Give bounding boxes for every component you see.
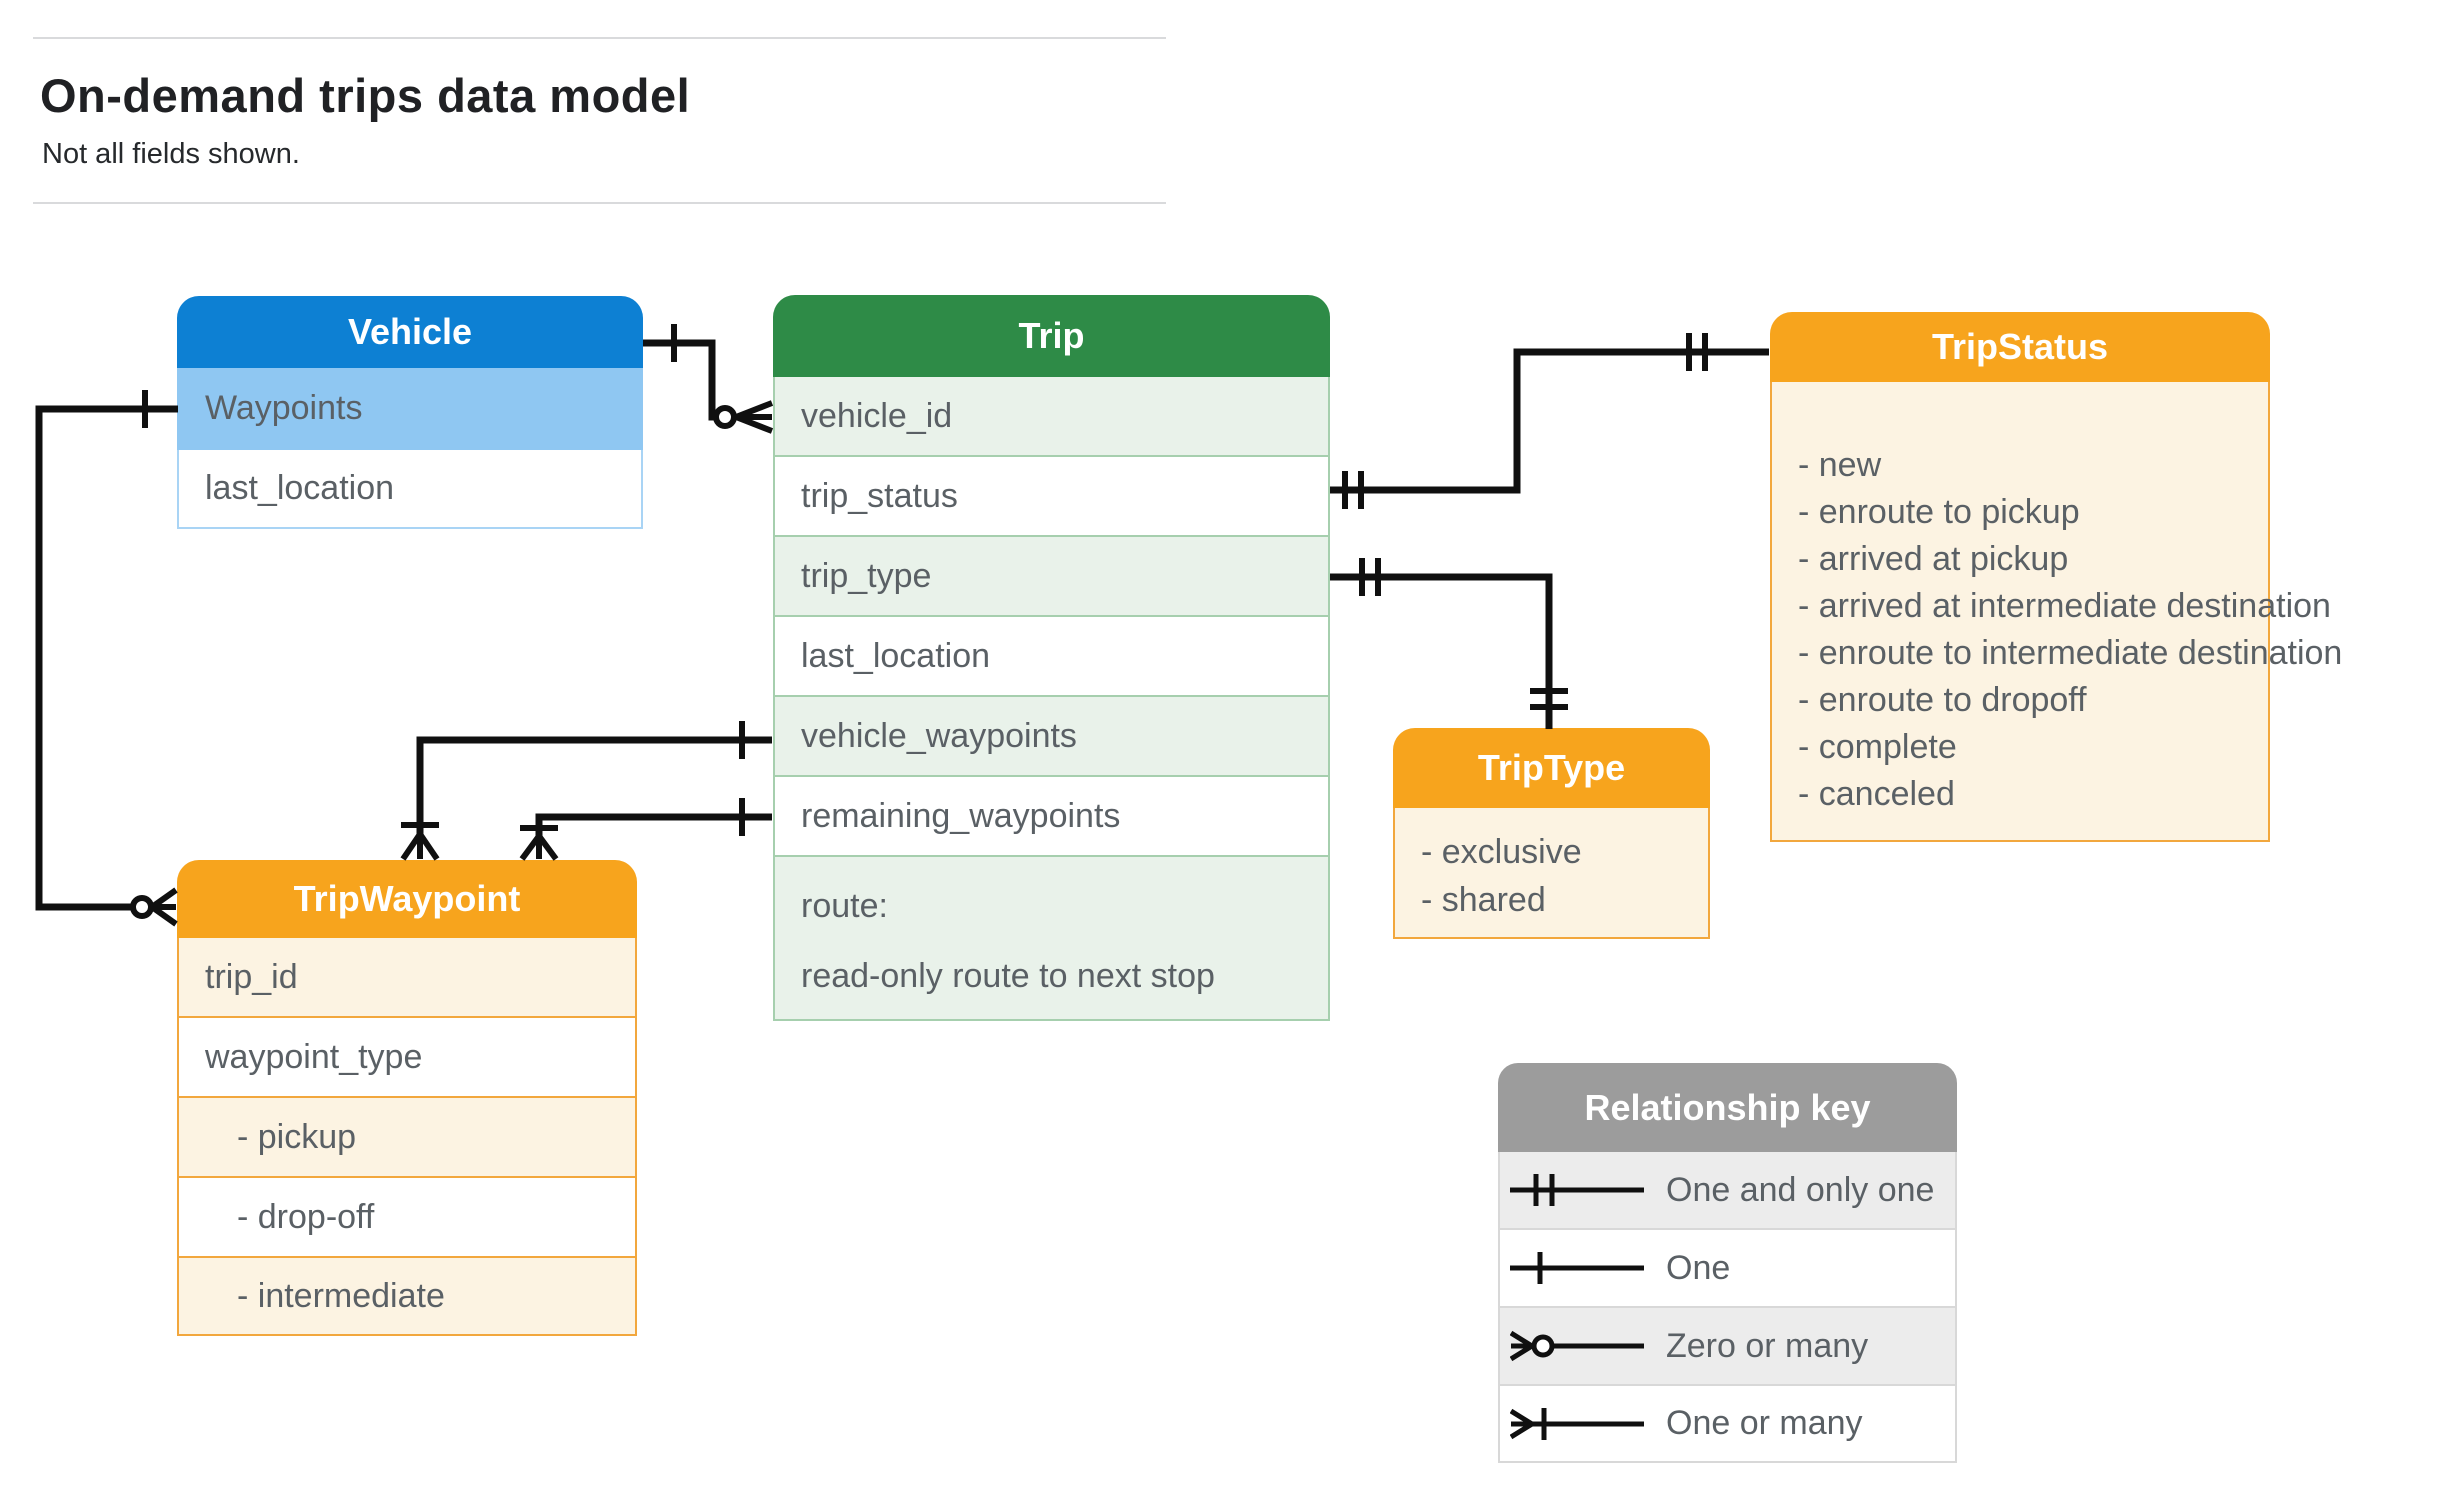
- relationship-key: Relationship key One and only one One: [1498, 1063, 1957, 1463]
- entity-trip: Trip vehicle_id trip_status trip_type la…: [773, 295, 1330, 1021]
- legend-label: Zero or many: [1666, 1326, 1869, 1365]
- trip-waypoint-field-waypoint-type: waypoint_type: [177, 1018, 637, 1098]
- trip-field-trip-status: trip_status: [773, 457, 1330, 537]
- entity-trip-waypoint: TripWaypoint trip_id waypoint_type - pic…: [177, 860, 637, 1336]
- bottom-divider: [33, 202, 1166, 204]
- trip-field-vehicle-id: vehicle_id: [773, 377, 1330, 457]
- trip-status-values: - new - enroute to pickup - arrived at p…: [1770, 382, 2343, 842]
- trip-field-last-location: last_location: [773, 617, 1330, 697]
- one-or-many-symbol: [1510, 1407, 1644, 1440]
- trip-route-description: read-only route to next stop: [801, 957, 1215, 995]
- entity-vehicle: Vehicle Waypoints last_location: [177, 296, 643, 529]
- zero-or-many-symbol: [1510, 1330, 1644, 1362]
- zero-circle: [713, 405, 737, 429]
- trip-waypoint-field-trip-id: trip_id: [177, 938, 637, 1018]
- trip-status-value: - enroute to dropoff: [1798, 681, 2087, 719]
- trip-status-value: - canceled: [1798, 775, 1955, 813]
- crow-foot: [150, 887, 178, 927]
- connector-trip-type: [1330, 573, 1553, 729]
- top-divider: [33, 37, 1166, 39]
- trip-status-value: - arrived at pickup: [1798, 540, 2069, 578]
- trip-field-trip-type: trip_type: [773, 537, 1330, 617]
- trip-status-value: - enroute to pickup: [1798, 493, 2080, 531]
- legend-row-one: One: [1498, 1230, 1957, 1308]
- page-title: On-demand trips data model: [40, 69, 691, 122]
- connector-waypoints: [35, 405, 178, 911]
- trip-field-route: route: read-only route to next stop: [773, 857, 1330, 1021]
- trip-status-value: - new: [1798, 446, 1882, 484]
- one-and-only-one-symbol: [1510, 1174, 1644, 1206]
- entity-trip-status-title: TripStatus: [1770, 312, 2270, 382]
- trip-status-value: - enroute to intermediate destination: [1798, 634, 2343, 672]
- trip-waypoint-value-intermediate: - intermediate: [177, 1258, 637, 1336]
- connector-vehicle-waypoints: [416, 736, 772, 836]
- crow-foot: [519, 834, 559, 861]
- legend-label: One: [1666, 1248, 1731, 1287]
- entity-trip-type-title: TripType: [1393, 728, 1710, 808]
- entity-vehicle-title: Vehicle: [177, 296, 643, 368]
- legend-row-one-and-only-one: One and only one: [1498, 1152, 1957, 1230]
- vehicle-field-last-location: last_location: [177, 450, 643, 529]
- relationship-key-title: Relationship key: [1498, 1063, 1957, 1152]
- page-subtitle: Not all fields shown.: [42, 138, 300, 170]
- trip-field-vehicle-waypoints: vehicle_waypoints: [773, 697, 1330, 777]
- legend-label: One or many: [1666, 1404, 1863, 1442]
- trip-waypoint-value-drop-off: - drop-off: [177, 1178, 637, 1258]
- connector-remaining-waypoints: [535, 813, 772, 836]
- legend-label: One and only one: [1666, 1170, 1935, 1209]
- legend-row-one-or-many: One or many: [1498, 1386, 1957, 1463]
- connector-vehicle-to-trip: [643, 339, 725, 421]
- entity-trip-waypoint-title: TripWaypoint: [177, 860, 637, 938]
- trip-status-value: - arrived at intermediate destination: [1798, 587, 2331, 625]
- zero-circle: [130, 895, 154, 919]
- entity-trip-status: TripStatus - new - enroute to pickup - a…: [1770, 312, 2343, 842]
- entity-trip-title: Trip: [773, 295, 1330, 377]
- connector-trip-status: [1330, 348, 1769, 494]
- vehicle-field-waypoints: Waypoints: [177, 368, 643, 450]
- trip-route-label: route:: [801, 887, 888, 925]
- legend-row-zero-or-many: Zero or many: [1498, 1308, 1957, 1386]
- trip-type-values: - exclusive - shared: [1393, 808, 1710, 939]
- entity-trip-type: TripType - exclusive - shared: [1393, 728, 1710, 939]
- trip-status-value: - complete: [1798, 728, 1957, 766]
- trip-type-value: - shared: [1421, 881, 1546, 919]
- trip-type-value: - exclusive: [1421, 833, 1582, 871]
- trip-waypoint-value-pickup: - pickup: [177, 1098, 637, 1178]
- crow-foot: [400, 832, 440, 861]
- one-symbol: [1510, 1252, 1644, 1284]
- trip-field-remaining-waypoints: remaining_waypoints: [773, 777, 1330, 857]
- crow-foot: [734, 400, 774, 434]
